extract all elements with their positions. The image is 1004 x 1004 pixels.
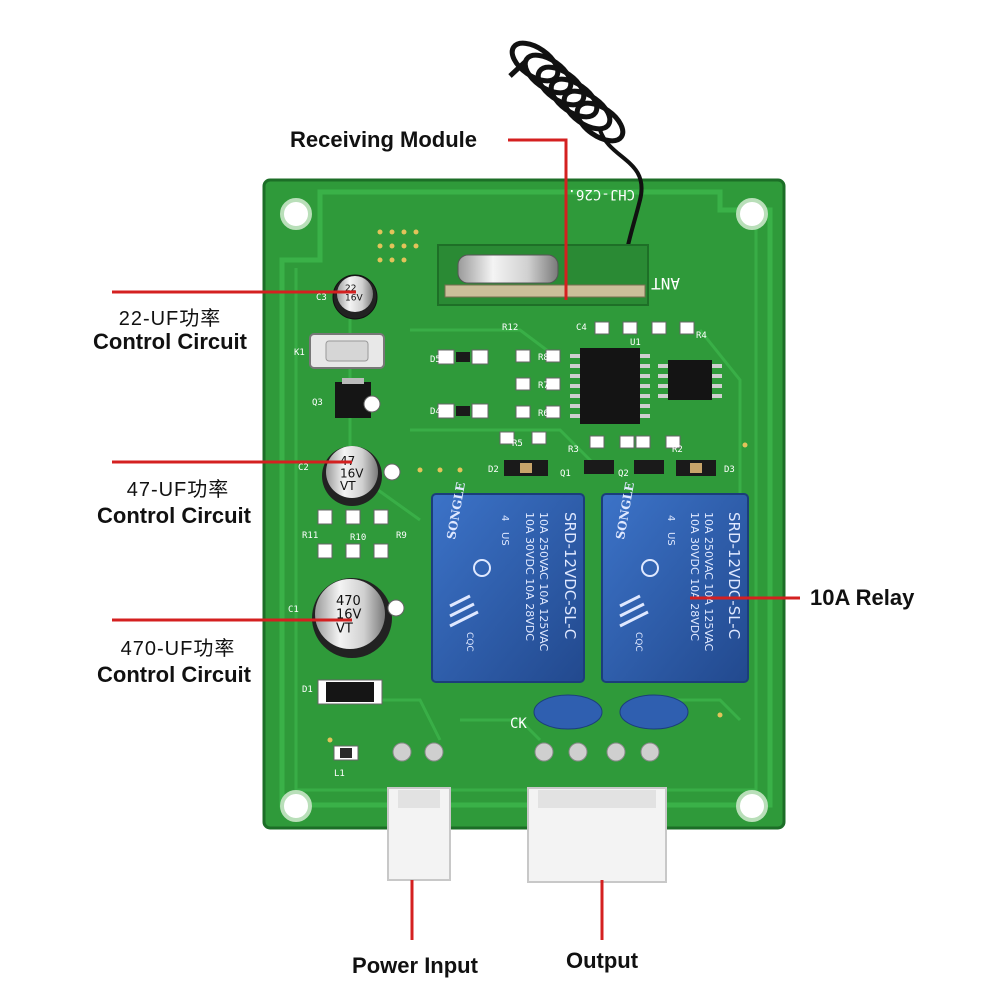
mounting-hole-bl <box>280 790 312 822</box>
silk-q1: Q1 <box>560 469 571 479</box>
ic-8pin <box>658 360 722 400</box>
transistor-q3 <box>335 378 381 418</box>
silk-d1: D1 <box>302 685 313 695</box>
silk-q2: Q2 <box>618 469 629 479</box>
relay-left-us: US <box>499 532 510 546</box>
silk-d3: D3 <box>724 465 735 475</box>
relay-left-rating-1: 10A 250VAC 10A 125VAC <box>537 512 550 652</box>
silk-r5: R5 <box>512 439 523 449</box>
silk-r11: R11 <box>302 531 318 541</box>
label-cap47-value: 47-UF功率 <box>126 479 230 501</box>
silk-l1: L1 <box>334 769 345 779</box>
connector-output <box>527 742 667 883</box>
silk-r3: R3 <box>568 445 579 455</box>
label-relay: 10A Relay <box>810 585 915 610</box>
smd-pads-left <box>317 509 389 559</box>
silk-r12: R12 <box>502 323 518 333</box>
ant-silk: ANT <box>651 274 680 293</box>
mounting-hole-tr <box>736 198 768 230</box>
silkscreen: R12 C4 R4 U1 K1 Q3 R8 R7 R6 R5 R3 R2 D5 … <box>288 293 735 779</box>
label-cap470-value: 470-UF功率 <box>120 638 236 660</box>
varistors <box>533 694 689 730</box>
silk-c2: C2 <box>298 463 309 473</box>
silk-q3: Q3 <box>312 398 323 408</box>
silk-r2: R2 <box>672 445 683 455</box>
silk-d4: D4 <box>430 407 441 417</box>
silk-c4: C4 <box>576 323 587 333</box>
relay-right-pin: 4 <box>665 515 676 521</box>
relay-right-rating-2: 10A 30VDC 10A 28VDC <box>688 512 701 641</box>
relay-right: SRD-12VDC-SL-C 10A 250VAC 10A 125VAC 10A… <box>601 481 749 683</box>
relay-right-us: US <box>665 532 676 546</box>
board-model-text: CHJ-C26. <box>568 186 635 202</box>
label-power-input: Power Input <box>352 953 478 978</box>
silk-r8: R8 <box>538 353 549 363</box>
callout-line-receiving-module <box>508 138 568 300</box>
led-l1 <box>333 745 359 761</box>
relay-left-cqc: CQC <box>464 632 474 652</box>
relay-right-rating-1: 10A 250VAC 10A 125VAC <box>702 512 715 652</box>
ic-u1 <box>570 348 650 424</box>
silk-r7: R7 <box>538 381 549 391</box>
smd-parts-middle <box>437 321 716 476</box>
button-k1 <box>309 333 385 369</box>
silk-r9: R9 <box>396 531 407 541</box>
diode-d1 <box>317 679 383 705</box>
label-cap22-desc: Control Circuit <box>93 329 247 354</box>
label-cap47-desc: Control Circuit <box>97 503 251 528</box>
connector-power <box>387 742 451 881</box>
silk-r6: R6 <box>538 409 549 419</box>
relay-left-rating-2: 10A 30VDC 10A 28VDC <box>523 512 536 641</box>
mounting-hole-br <box>736 790 768 822</box>
silk-ck: CK <box>510 716 527 732</box>
silk-k1: K1 <box>294 348 305 358</box>
label-cap22-value: 22-UF功率 <box>118 308 222 330</box>
silk-r10: R10 <box>350 533 366 543</box>
relay-right-cqc: CQC <box>633 632 643 652</box>
relay-right-model: SRD-12VDC-SL-C <box>725 512 743 639</box>
silk-d5: D5 <box>430 355 441 365</box>
silk-d2: D2 <box>488 465 499 475</box>
label-output: Output <box>565 948 639 973</box>
relay-left-pin: 4 <box>499 515 510 521</box>
receiving-module: ANT <box>437 244 680 306</box>
relay-left: SRD-12VDC-SL-C 10A 250VAC 10A 125VAC 10A… <box>431 481 585 683</box>
silk-r4: R4 <box>696 331 707 341</box>
relay-left-model: SRD-12VDC-SL-C <box>561 512 579 639</box>
silk-u1: U1 <box>630 338 641 348</box>
label-receiving-module: Receiving Module <box>290 127 478 152</box>
silk-c1: C1 <box>288 605 299 615</box>
label-cap470-desc: Control Circuit <box>97 662 251 687</box>
mounting-hole-tl <box>280 198 312 230</box>
callout-lines <box>112 138 800 940</box>
silk-c3: C3 <box>316 293 327 303</box>
